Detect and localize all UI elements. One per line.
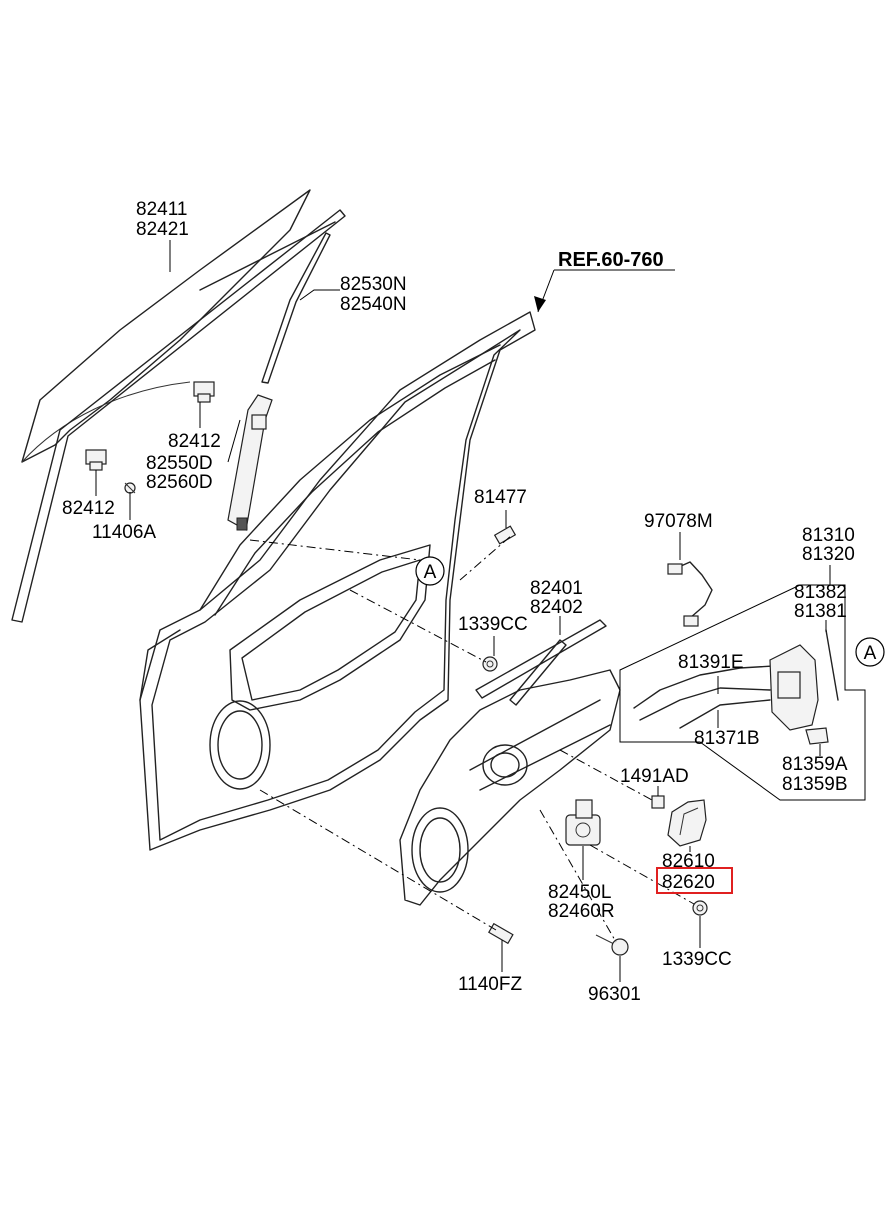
label-82620: 82620 bbox=[662, 872, 715, 893]
label-81371B: 81371B bbox=[694, 728, 760, 749]
label-82560D: 82560D bbox=[146, 472, 213, 493]
label-82411: 82411 bbox=[136, 199, 187, 220]
leader-lines bbox=[95, 240, 831, 982]
bolt-11406A bbox=[124, 482, 136, 494]
label-82530N: 82530N bbox=[340, 274, 407, 295]
label-1491AD: 1491AD bbox=[620, 766, 689, 787]
label-81391E: 81391E bbox=[678, 652, 744, 673]
label-1339CC-lower: 1339CC bbox=[662, 949, 732, 970]
rear-channel bbox=[227, 394, 273, 531]
ref-arrow-head bbox=[534, 296, 546, 312]
glass-clip-upper bbox=[193, 381, 215, 403]
window-regulator-rail bbox=[475, 619, 607, 706]
callout-circle-a-right: A bbox=[855, 637, 885, 667]
label-81359A: 81359A bbox=[782, 754, 848, 775]
label-81382: 81382 bbox=[794, 582, 847, 603]
label-82540N: 82540N bbox=[340, 294, 407, 315]
part-labels: 82411 82421 82530N 82540N REF.60-760 824… bbox=[62, 199, 855, 1005]
label-81320: 81320 bbox=[802, 544, 855, 565]
label-81381: 81381 bbox=[794, 601, 847, 622]
clip-1491AD bbox=[651, 795, 665, 809]
label-82460R: 82460R bbox=[548, 901, 615, 922]
label-11406A: 11406A bbox=[92, 522, 156, 543]
glass-run-channel bbox=[11, 209, 346, 623]
latch-subassembly bbox=[619, 561, 866, 801]
label-81359B: 81359B bbox=[782, 774, 848, 795]
label-82610: 82610 bbox=[662, 851, 715, 872]
highlight-box-82620 bbox=[656, 867, 733, 894]
regulator-motor bbox=[565, 799, 601, 846]
label-82450L: 82450L bbox=[548, 882, 611, 903]
nut-1339CC-upper bbox=[482, 656, 498, 672]
label-82550D: 82550D bbox=[146, 453, 213, 474]
label-82421: 82421 bbox=[136, 219, 189, 240]
label-1339CC-upper: 1339CC bbox=[458, 614, 528, 635]
glass-clip-lower bbox=[85, 449, 107, 471]
label-96301: 96301 bbox=[588, 984, 641, 1005]
svg-text:A: A bbox=[864, 643, 877, 664]
label-1140FZ: 1140FZ bbox=[458, 974, 522, 995]
label-82412-lower: 82412 bbox=[62, 498, 115, 519]
nut-1339CC-lower bbox=[692, 900, 708, 916]
inside-handle bbox=[667, 799, 707, 847]
screw-1140FZ bbox=[488, 922, 514, 945]
label-82412-upper: 82412 bbox=[168, 431, 221, 452]
speaker-96301 bbox=[595, 934, 629, 956]
svg-text:A: A bbox=[424, 562, 437, 583]
label-82401: 82401 bbox=[530, 578, 583, 599]
label-97078M: 97078M bbox=[644, 511, 713, 532]
label-81477: 81477 bbox=[474, 487, 527, 508]
assembly-lines bbox=[249, 534, 695, 943]
label-82402: 82402 bbox=[530, 597, 583, 618]
callout-circle-a-left: A bbox=[415, 556, 445, 586]
door-frame bbox=[139, 311, 536, 851]
door-module-panel bbox=[399, 669, 621, 906]
label-ref: REF.60-760 bbox=[558, 249, 664, 271]
label-81310: 81310 bbox=[802, 525, 855, 546]
